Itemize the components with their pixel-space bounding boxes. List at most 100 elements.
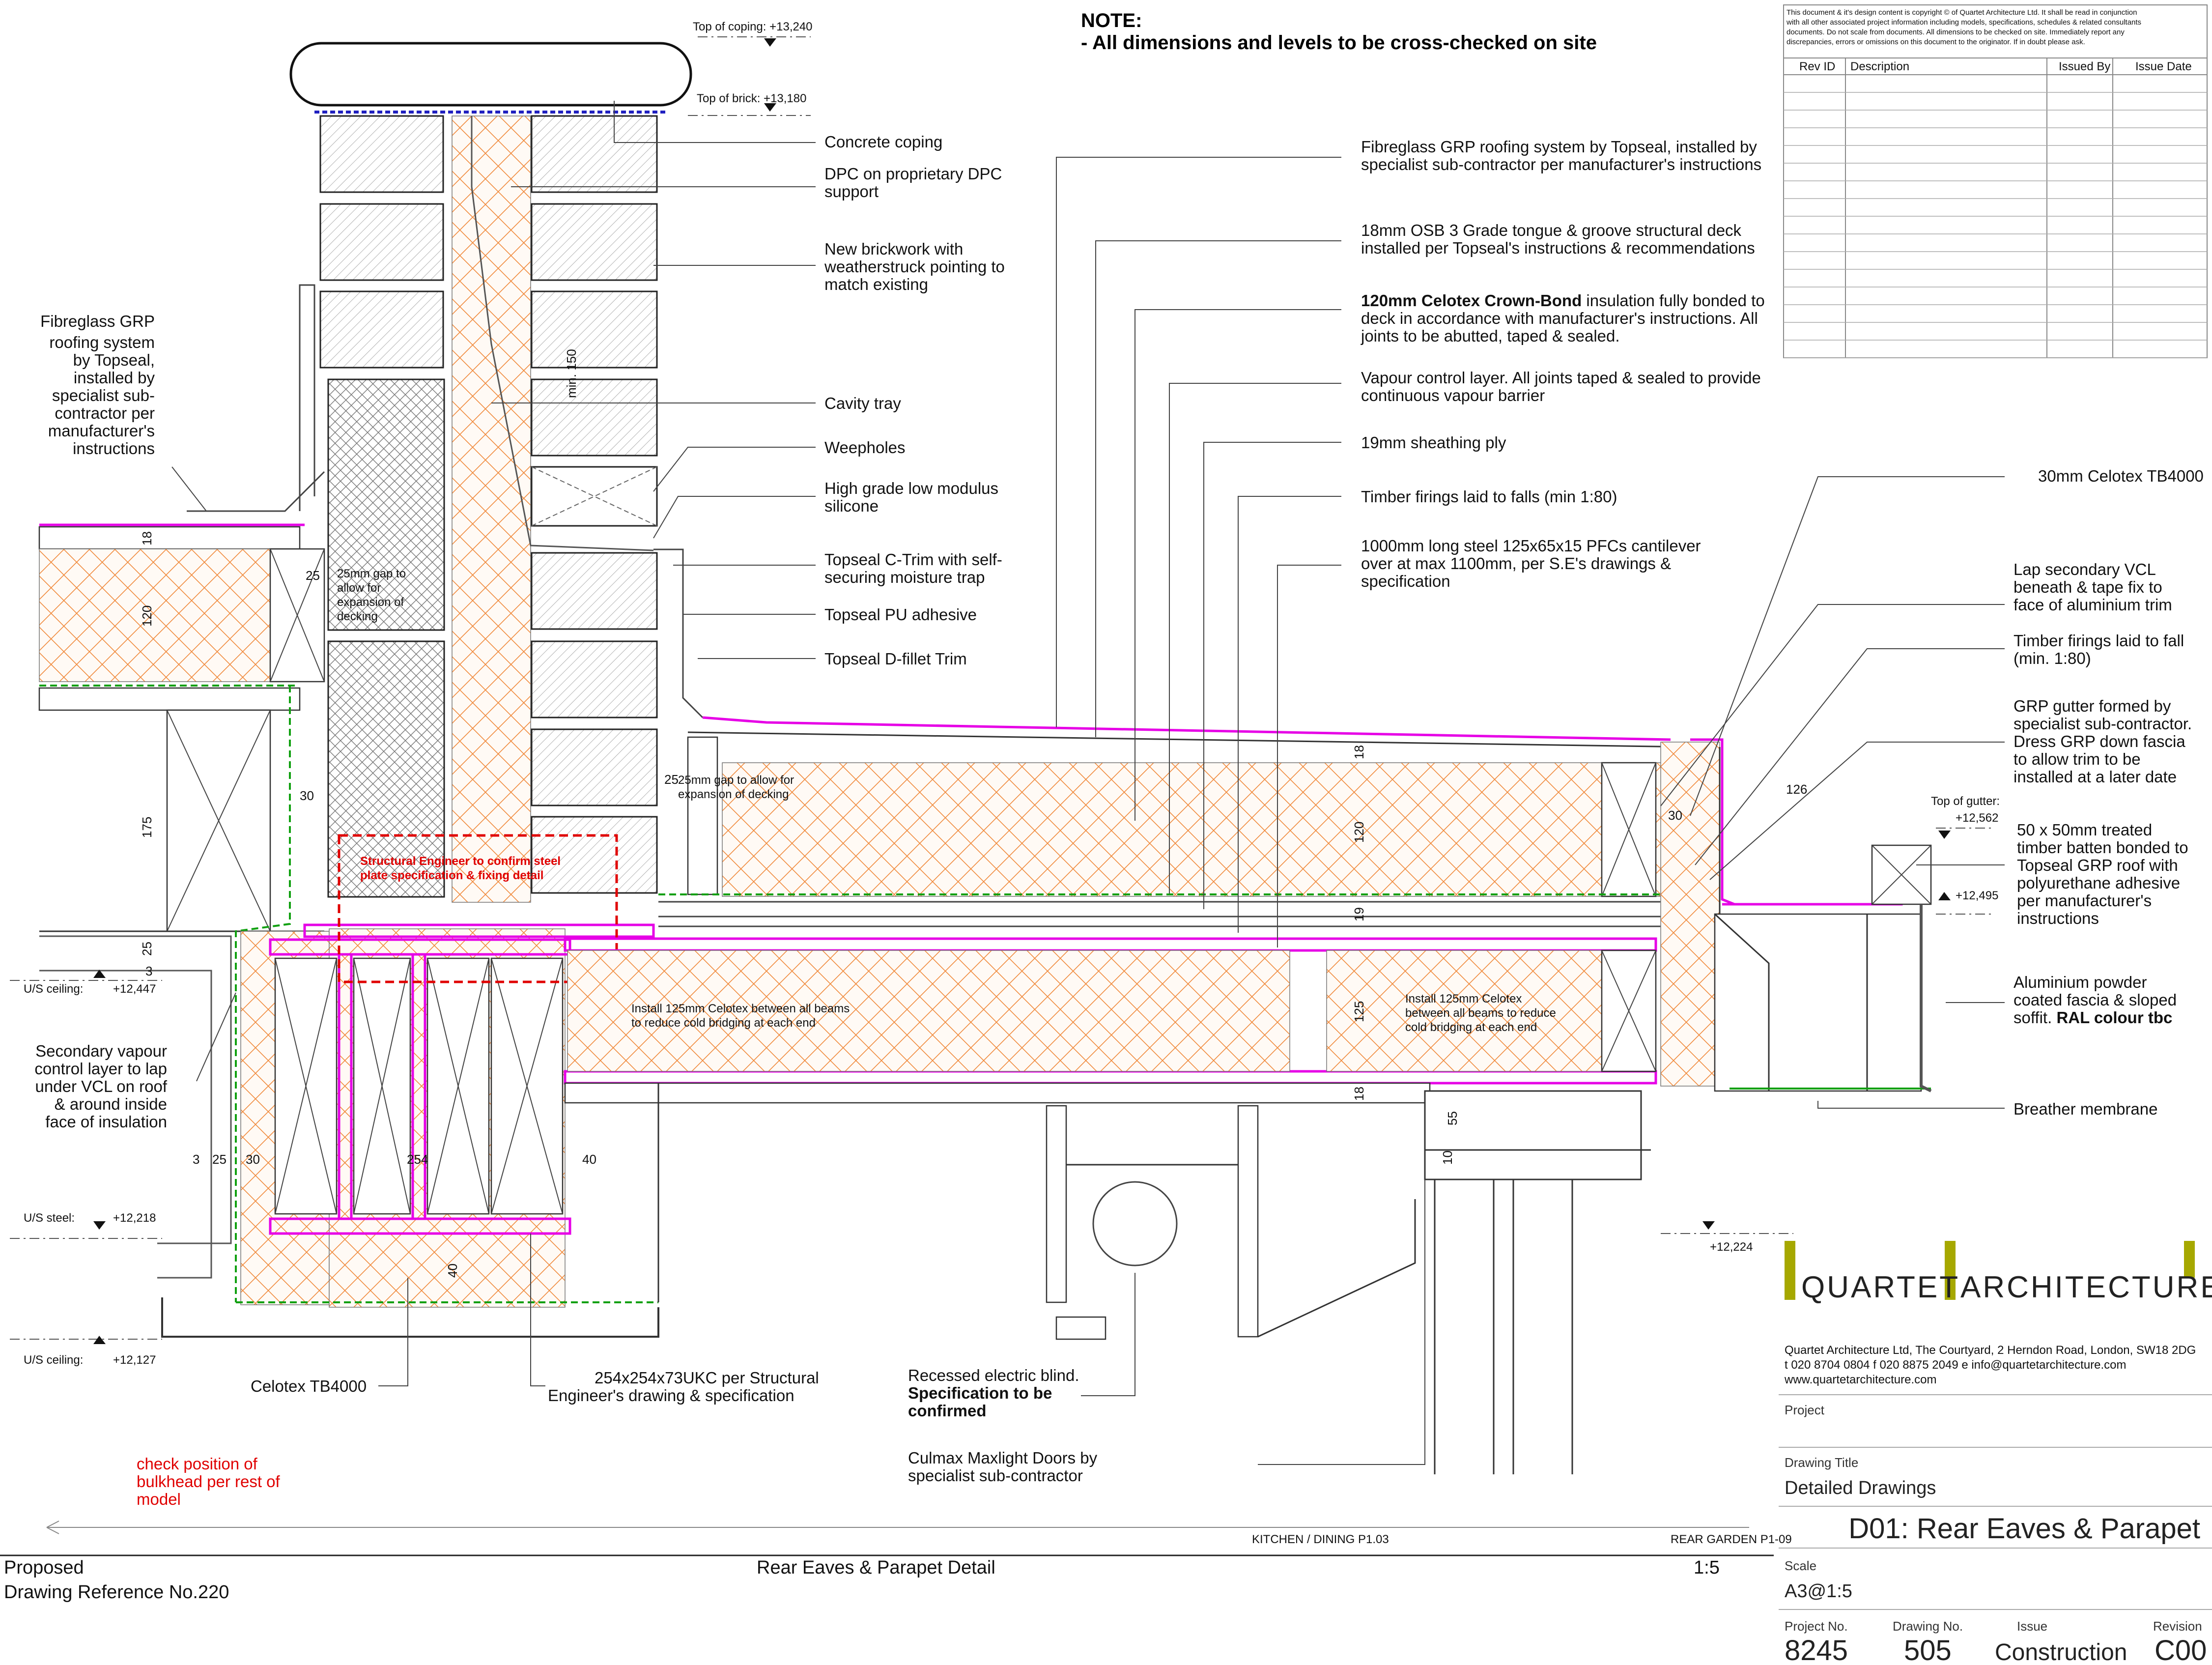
concrete-coping [289,42,692,107]
label-blind-1: Recessed electric blind. [908,1366,1079,1384]
new-roof-buildup [564,716,1691,1474]
label-gap-right-1: 25mm gap to allow for [678,774,794,787]
dim-10: 10 [1440,1150,1455,1165]
level-top-of-gutter: Top of gutter: [1931,795,2000,808]
dim-120a: 120 [140,605,154,627]
footer-title: Rear Eaves & Parapet Detail [757,1557,995,1578]
label-secondary-vcl-1: Secondary vapour [35,1042,167,1060]
label-secondary-vcl-2: control layer to lap [34,1060,167,1078]
level-batten: +12,495 [1956,889,1998,902]
tb-project-no: 8245 [1785,1635,1848,1665]
dim-18b: 18 [1352,745,1366,759]
label-gap-left-3: expansion of [337,596,404,609]
label-dpc-1: DPC on proprietary DPC [824,165,1002,183]
tb-drawing-no-label: Drawing No. [1893,1619,1963,1634]
label-check-bulkhead-1: check position of [137,1455,258,1473]
tb-drawing-name: D01: Rear Eaves & Parapet [1848,1513,2200,1545]
level-top-of-coping: Top of coping: +13,240 [693,20,813,33]
leader-lines [171,101,2005,1465]
label-celotex-between-2b: between all beams to reduce [1405,1006,1556,1020]
label-brickwork-1: New brickwork with [824,240,963,258]
dim-254: 254 [407,1152,428,1167]
label-celotex-tb4000: Celotex TB4000 [251,1377,367,1395]
label-firings-fall-1: Timber firings laid to fall [2013,632,2184,650]
label-batten-3: Topseal GRP roof with [2017,856,2178,874]
dim-25a: 25 [306,568,320,583]
label-check-bulkhead-3: model [137,1490,181,1508]
label-fascia-3-text: soffit. [2013,1008,2056,1027]
label-celotex-line-1: 120mm Celotex Crown-Bond insulation full… [1361,291,1765,310]
label-secondary-vcl-3: under VCL on roof [35,1077,168,1095]
rev-header-description: Description [1850,60,1909,73]
dim-25d: 25 [212,1152,227,1167]
note-body: - All dimensions and levels to be cross-… [1081,32,1597,54]
logo-quartet: QUARTET [1801,1270,1960,1304]
dim-120b: 120 [1352,822,1366,843]
tb-project-label: Project [1785,1403,1825,1417]
label-grp-roofing-2: roofing system [49,333,155,351]
site-note: NOTE: - All dimensions and levels to be … [1081,10,1597,54]
dim-30c: 30 [246,1152,260,1167]
tb-drawing-no: 505 [1904,1635,1952,1665]
label-silicone-2: silicone [824,497,879,515]
dim-19: 19 [1352,907,1366,921]
label-cavity-tray: Cavity tray [824,394,901,412]
level-us-steel-value: +12,218 [113,1211,156,1225]
copyright-line-1: This document & it's design content is c… [1787,8,2137,17]
level-us-ceiling-1-value: +12,447 [113,982,156,996]
label-dpc-2: support [824,182,879,201]
tb-contact: t 020 8704 0804 f 020 8875 2049 e info@q… [1785,1358,2127,1372]
title-block: QUARTET ARCHITECTURE Quartet Architectur… [1779,1241,2212,1665]
label-grp-roofing-3: by Topseal, [73,351,155,369]
label-batten-6: instructions [2017,909,2099,927]
label-batten-1: 50 x 50mm treated [2017,821,2152,839]
label-silicone-1: High grade low modulus [824,479,998,497]
label-grp-roofing-4: installed by [74,369,155,387]
parapet-wall [187,42,704,903]
label-celotex-rest-3: joints to be abutted, taped & sealed. [1361,327,1620,345]
label-structural-engineer-2: plate specification & fixing detail [360,869,543,882]
tb-issue: Construction [1995,1639,2127,1665]
label-osb-2: installed per Topseal's instructions & r… [1361,239,1755,257]
dimension-texts: 18 120 25 175 30 25 3 min. 150 25 18 120… [140,349,1807,1278]
footer-status: Proposed [4,1557,84,1578]
label-celotex-between-1a: Install 125mm Celotex between all beams [631,1002,850,1015]
level-top-of-gutter-value: +12,562 [1956,811,1998,825]
label-weepholes: Weepholes [824,438,906,457]
dim-125: 125 [1352,1001,1366,1022]
label-kitchen: KITCHEN / DINING P1.03 [1252,1533,1389,1546]
label-brickwork-2: weatherstruck pointing to [824,258,1005,276]
label-pfc-2: over at max 1100mm, per S.E's drawings & [1361,554,1671,573]
revision-panel: This document & it's design content is c… [1783,4,2208,358]
label-ukc-1: 254x254x73UKC per Structural [595,1369,819,1387]
dim-40b: 40 [445,1263,460,1278]
dim-40a: 40 [582,1152,596,1167]
level-top-of-brick: Top of brick: +13,180 [697,92,806,105]
label-firings-fall-2: (min. 1:80) [2013,649,2091,667]
tb-drawing-title: Detailed Drawings [1785,1478,1936,1498]
label-tb4000-30: 30mm Celotex TB4000 [2038,467,2204,485]
label-culmax-1: Culmax Maxlight Doors by [908,1449,1098,1467]
rev-header-issued-by: Issued By [2059,60,2110,73]
label-concrete-coping: Concrete coping [824,133,942,151]
label-firings: Timber firings laid to falls (min 1:80) [1361,488,1617,506]
label-secondary-vcl-5: face of insulation [45,1113,167,1131]
copyright-line-4: discrepancies, errors or omissions on th… [1787,38,2085,46]
tb-project-no-label: Project No. [1785,1619,1848,1634]
label-batten-5: per manufacturer's [2017,891,2152,910]
left-annotations: Fibreglass GRP roofing system by Topseal… [34,312,280,1508]
level-texts: Top of coping: +13,240 Top of brick: +13… [24,20,2000,1367]
label-gutter-4: to allow trim to be [2013,750,2141,768]
tb-drawing-title-label: Drawing Title [1785,1455,1858,1470]
level-markers [10,36,1995,1344]
copyright-line-3: documents. Do not scale from documents. … [1787,28,2125,36]
tb-revision-label: Revision [2153,1619,2202,1634]
dim-3: 3 [145,964,152,978]
label-grp-roofing-8: instructions [73,439,155,458]
label-gutter-5: installed at a later date [2013,768,2177,786]
level-us-ceiling-2: U/S ceiling: [24,1353,83,1367]
dim-25c: 25 [664,772,679,787]
footer: Proposed Drawing Reference No.220 Rear E… [0,1554,1774,1603]
label-gap-right-2: expansion of decking [678,788,789,801]
tb-scale-label: Scale [1785,1558,1816,1573]
